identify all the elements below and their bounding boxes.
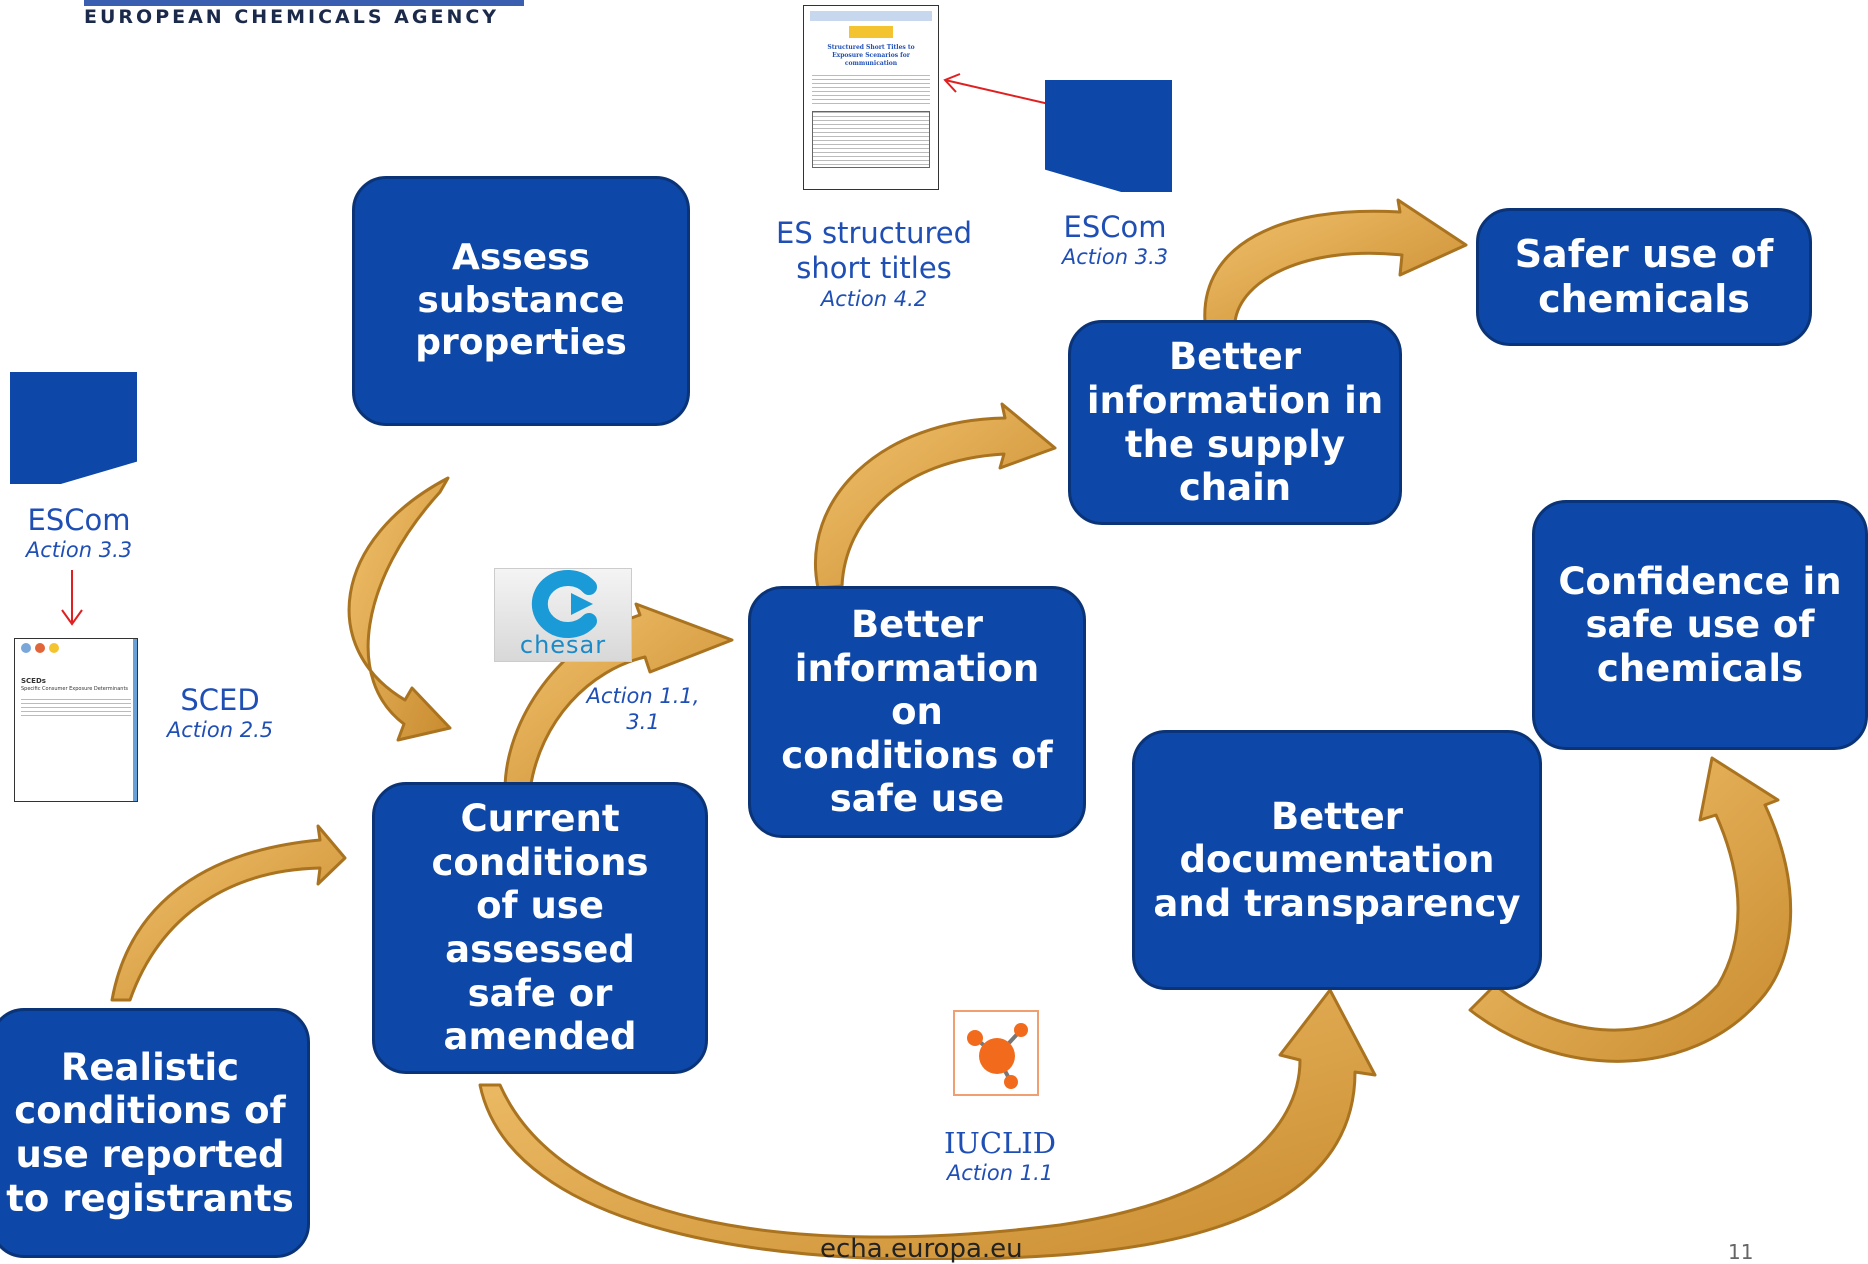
arrow-safeinfo-to-supply: [814, 402, 1057, 590]
escom-left-action: Action 3.3: [25, 538, 133, 563]
page-number: 11: [1728, 1240, 1754, 1264]
agency-name: EUROPEAN CHEMICALS AGENCY: [84, 6, 500, 28]
iuclid-molecule-icon: [967, 1023, 1028, 1089]
chesar-logo: chesar: [494, 568, 632, 662]
box-confidence: Confidence in safe use of chemicals: [1532, 500, 1868, 750]
es-titles-document-thumbnail: Structured Short Titles to Exposure Scen…: [803, 5, 939, 190]
box-supply-chain-label: Better information in the supply chain: [1086, 335, 1384, 510]
chesar-action-label: Action 1.1, 3.1: [578, 684, 708, 735]
chesar-action-line1: Action 1.1,: [586, 684, 700, 708]
escom-left-document-icon: [10, 372, 137, 484]
arrow-current-to-documentation: [478, 988, 1377, 1260]
escom-left-name: ESCom: [27, 503, 131, 537]
box-assess-label: Assess substance properties: [415, 237, 627, 364]
box-realistic-label: Realistic conditions of use reported to …: [6, 1045, 294, 1220]
iuclid-action: Action 1.1: [946, 1161, 1054, 1186]
box-safer-use: Safer use of chemicals: [1476, 208, 1812, 346]
sced-doc-subheading: Specific Consumer Exposure Determinants: [21, 686, 129, 692]
box-confidence-label: Confidence in safe use of chemicals: [1558, 559, 1842, 690]
box-safe-use-info-label: Better information on conditions of safe…: [781, 602, 1053, 821]
escom-top-label: ESCom Action 3.3: [1040, 210, 1190, 271]
arrow-current-to-safeinfo: [503, 602, 734, 792]
es-titles-doc-heading: Structured Short Titles to Exposure Scen…: [827, 44, 915, 67]
sced-action: Action 2.5: [166, 718, 274, 743]
box-documentation: Better documentation and transparency: [1132, 730, 1542, 990]
escom-document-icon: [1045, 80, 1172, 192]
es-titles-name: ES structured short titles: [776, 216, 972, 286]
sced-document-thumbnail: SCEDs Specific Consumer Exposure Determi…: [14, 638, 138, 802]
box-supply-chain: Better information in the supply chain: [1068, 320, 1402, 525]
escom-top-name: ESCom: [1063, 210, 1167, 244]
box-current-label: Current conditions of use assessed safe …: [431, 797, 649, 1059]
chesar-c-icon: [531, 570, 597, 638]
chesar-action-line2: 3.1: [626, 709, 660, 734]
sced-doc-heading: SCEDs: [21, 677, 46, 685]
box-documentation-label: Better documentation and transparency: [1153, 794, 1521, 925]
es-titles-action: Action 4.2: [820, 286, 928, 311]
arrow-realistic-to-current: [110, 824, 347, 1002]
arrow-documentation-to-confidence: [1468, 756, 1793, 1063]
arrow-supply-to-safer: [1203, 198, 1468, 324]
footer-website: echa.europa.eu: [820, 1234, 1023, 1264]
iuclid-label: IUCLID Action 1.1: [925, 1126, 1075, 1187]
es-titles-label: ES structured short titles Action 4.2: [750, 216, 998, 312]
chesar-logo-text: chesar: [519, 631, 607, 659]
sced-label: SCED Action 2.5: [150, 683, 290, 744]
box-safer-use-label: Safer use of chemicals: [1514, 232, 1774, 321]
escom-top-action: Action 3.3: [1061, 245, 1169, 270]
box-current-conditions: Current conditions of use assessed safe …: [372, 782, 708, 1074]
arrow-assess-to-current: [347, 476, 452, 742]
iuclid-name: IUCLID: [943, 1126, 1057, 1160]
escom-left-label: ESCom Action 3.3: [5, 503, 153, 564]
iuclid-logo: [953, 1010, 1039, 1096]
box-realistic-conditions: Realistic conditions of use reported to …: [0, 1008, 310, 1258]
box-safe-use-info: Better information on conditions of safe…: [748, 586, 1086, 838]
box-assess-substance: Assess substance properties: [352, 176, 690, 426]
sced-name: SCED: [180, 683, 260, 717]
echa-logo-mark: [84, 0, 524, 6]
